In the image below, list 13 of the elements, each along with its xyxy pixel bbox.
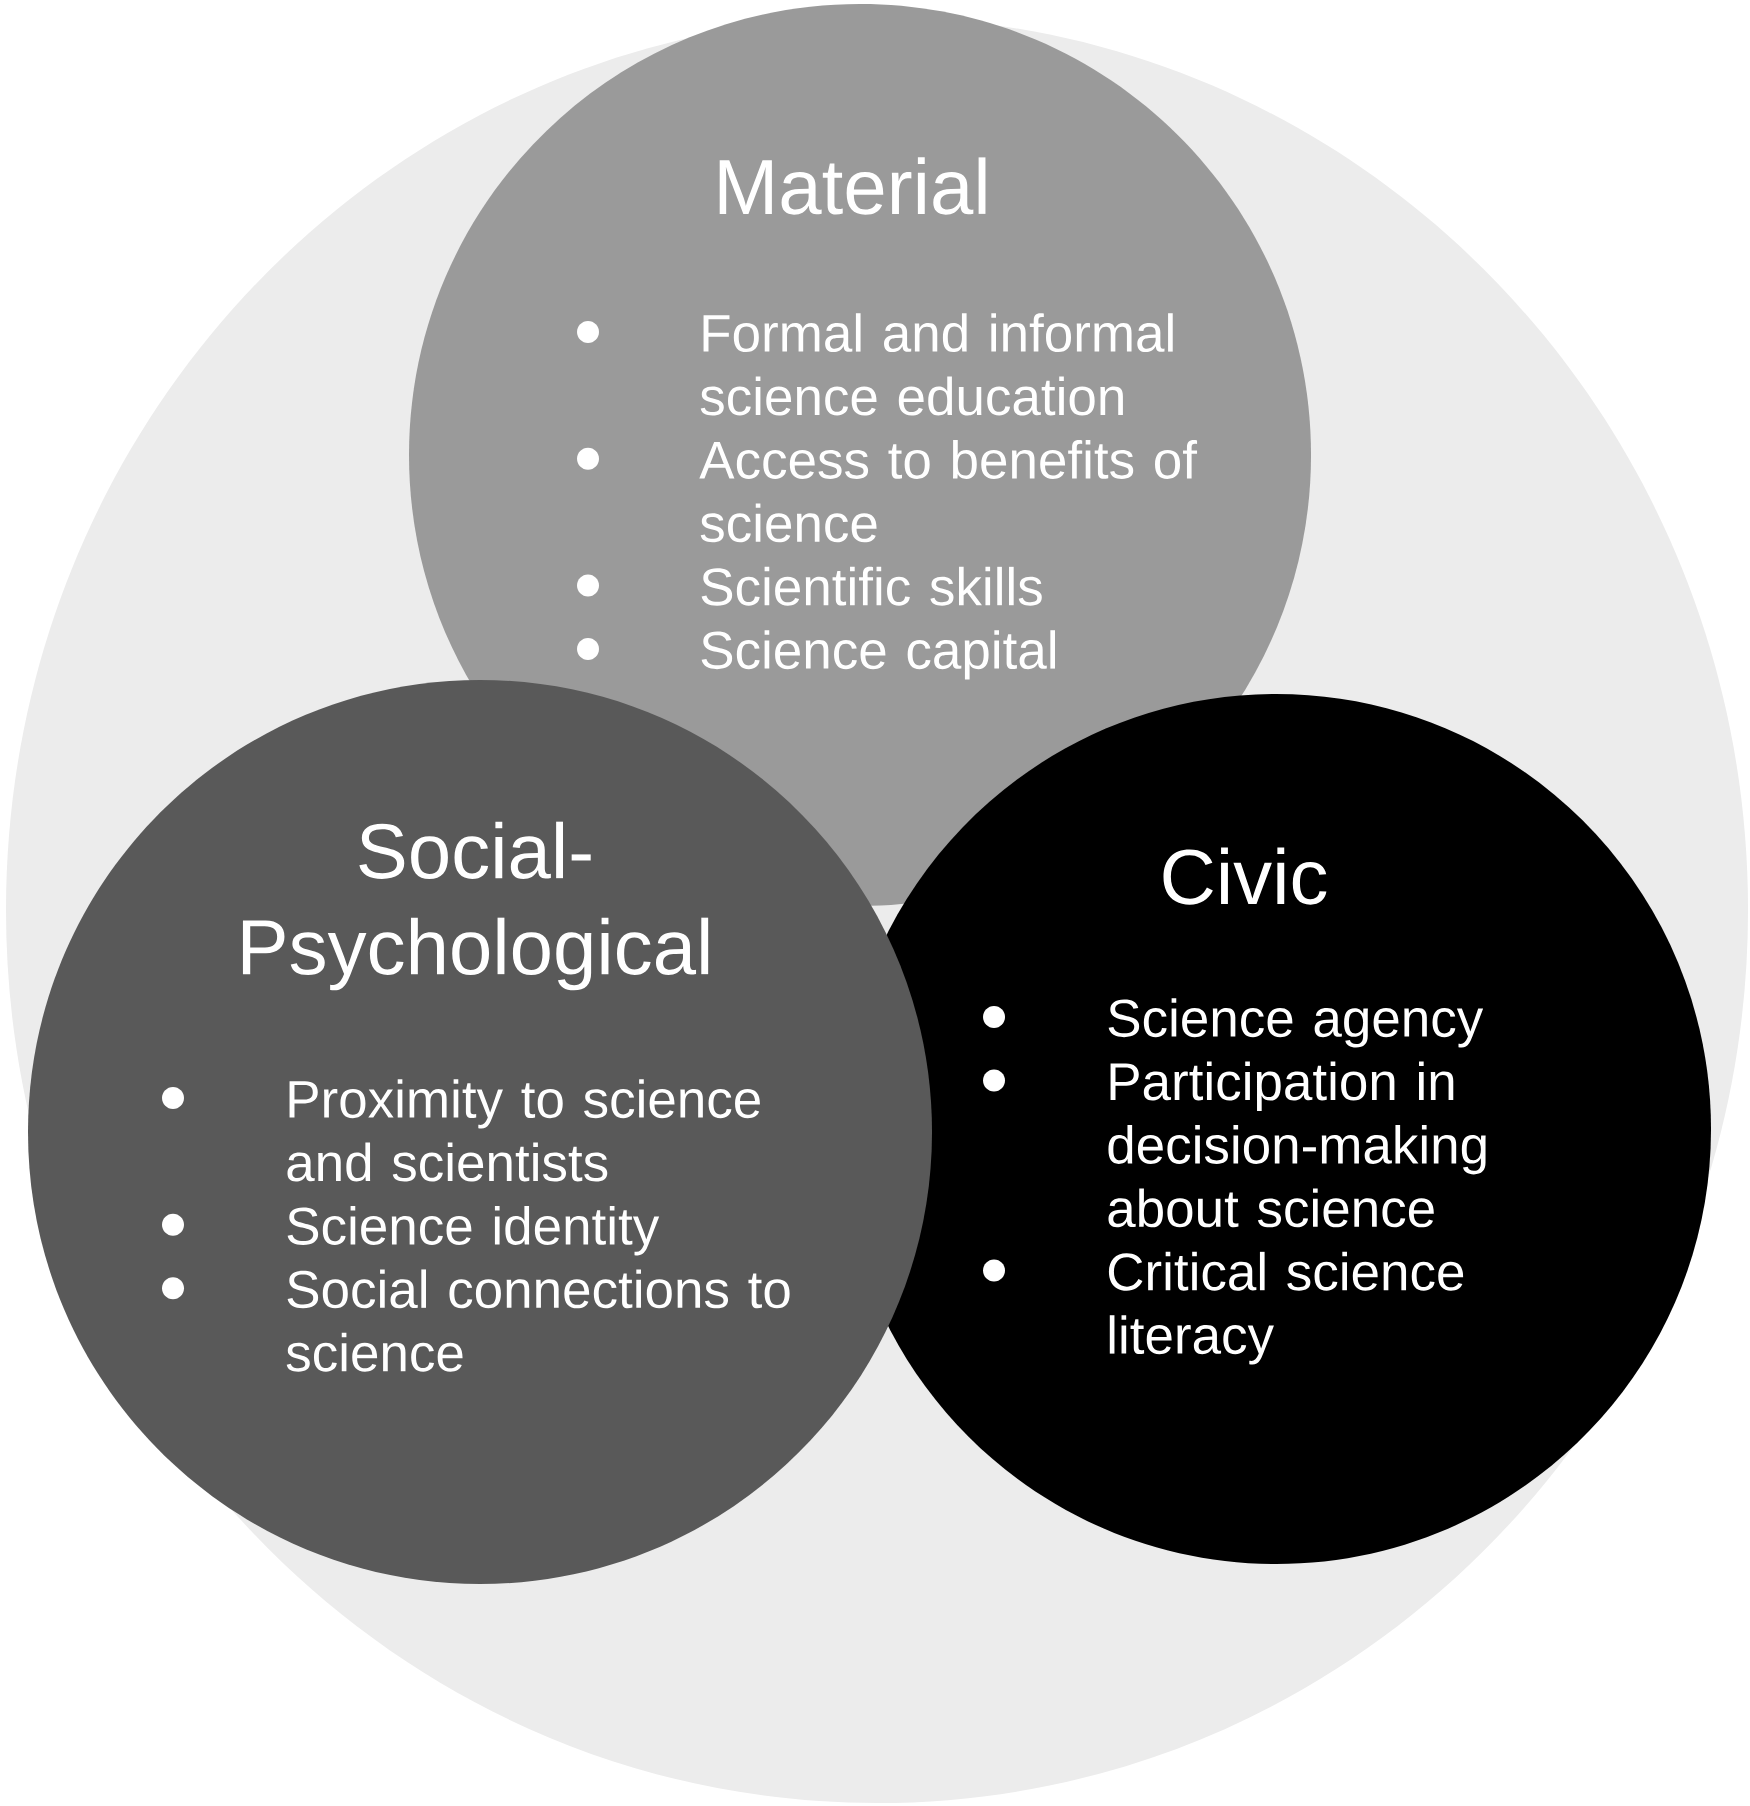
list-item: Participation in decision-making about science [1108,1061,1486,1228]
list-item: Formal and informal science education [700,313,1173,416]
list-item: Access to benefits of science [699,440,1198,543]
list-item: Science agency [1108,998,1484,1048]
circle-title: Social-Psychological [242,821,709,991]
list-item: Scientific skills [701,566,1042,606]
list-item: Science capital [701,630,1055,680]
list-item: Social connections to science [286,1269,790,1372]
circle-title: Material [719,157,986,215]
list-item: Science identity [287,1206,660,1256]
circle-title: Civic [1163,847,1327,905]
list-item: Proximity to science and scientists [287,1079,760,1182]
list-item: Critical science literacy [1108,1251,1464,1365]
